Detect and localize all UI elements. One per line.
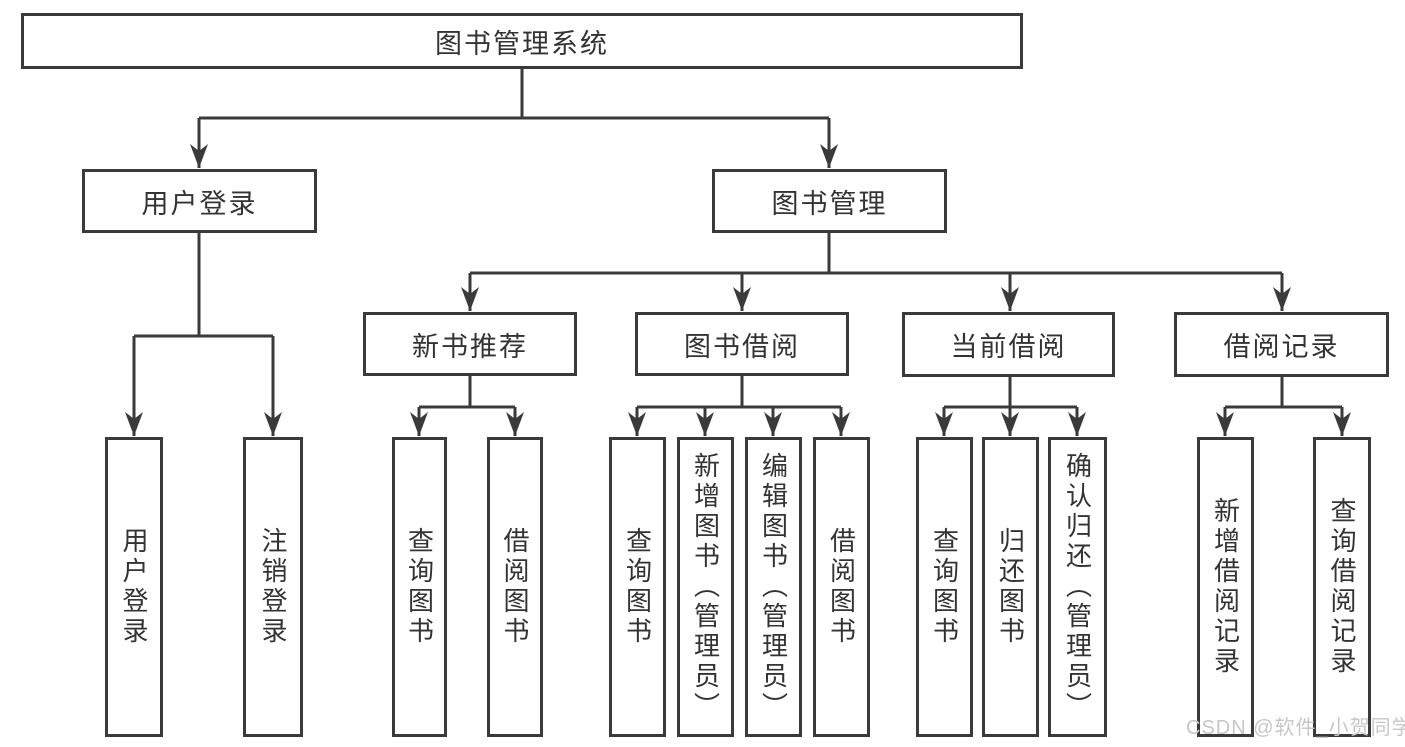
node-label: 用户登录 — [141, 188, 258, 219]
node-query-borrow-record: 查询借阅记录 — [1313, 437, 1371, 737]
node-query-books-recommend: 查询图书 — [392, 437, 447, 737]
node-label: 新增图书（管理员） — [690, 452, 721, 722]
node-new-book-recommend: 新书推荐 — [363, 312, 577, 376]
node-add-books-admin: 新增图书（管理员） — [677, 437, 734, 737]
node-label: 图书借阅 — [684, 331, 800, 362]
node-current-borrowing: 当前借阅 — [902, 312, 1115, 377]
node-borrow-books-recommend: 借阅图书 — [487, 437, 543, 737]
node-borrow-books-leaf: 借阅图书 — [813, 437, 870, 737]
csdn-watermark: CSDN @软件_小贺同学 — [1186, 717, 1405, 739]
node-label: 查询借阅记录 — [1327, 497, 1357, 677]
node-user-login-leaf: 用户登录 — [105, 437, 163, 737]
node-label: 归还图书 — [995, 527, 1026, 647]
node-label: 编辑图书（管理员） — [758, 452, 789, 722]
node-add-borrow-record: 新增借阅记录 — [1197, 437, 1254, 737]
node-label: 新增借阅记录 — [1210, 497, 1241, 677]
node-label: 借阅图书 — [500, 527, 530, 647]
node-label: 用户登录 — [119, 527, 149, 647]
node-label: 借阅记录 — [1223, 332, 1340, 362]
node-return-books: 归还图书 — [982, 437, 1039, 737]
node-borrow-records: 借阅记录 — [1174, 312, 1389, 377]
node-label: 新书推荐 — [412, 331, 528, 362]
node-query-books-borrow: 查询图书 — [609, 437, 666, 737]
node-label: 当前借阅 — [950, 332, 1067, 362]
node-label: 查询图书 — [929, 527, 960, 647]
node-book-mgmt-system: 图书管理系统 — [21, 13, 1023, 69]
node-book-management: 图书管理 — [712, 169, 947, 233]
node-label: 图书管理 — [771, 188, 888, 219]
node-query-books-current: 查询图书 — [916, 437, 973, 737]
node-label: 注销登录 — [258, 527, 288, 647]
node-book-borrowing: 图书借阅 — [635, 312, 849, 376]
node-user-login: 用户登录 — [82, 169, 317, 233]
node-label: 确认归还（管理员） — [1062, 452, 1093, 722]
node-confirm-return-admin: 确认归还（管理员） — [1048, 437, 1107, 737]
node-edit-books-admin: 编辑图书（管理员） — [745, 437, 802, 737]
node-logout-leaf: 注销登录 — [243, 437, 303, 737]
node-label: 图书管理系统 — [435, 28, 609, 59]
node-label: 借阅图书 — [826, 527, 857, 647]
node-label: 查询图书 — [404, 527, 435, 647]
node-label: 查询图书 — [622, 527, 653, 647]
